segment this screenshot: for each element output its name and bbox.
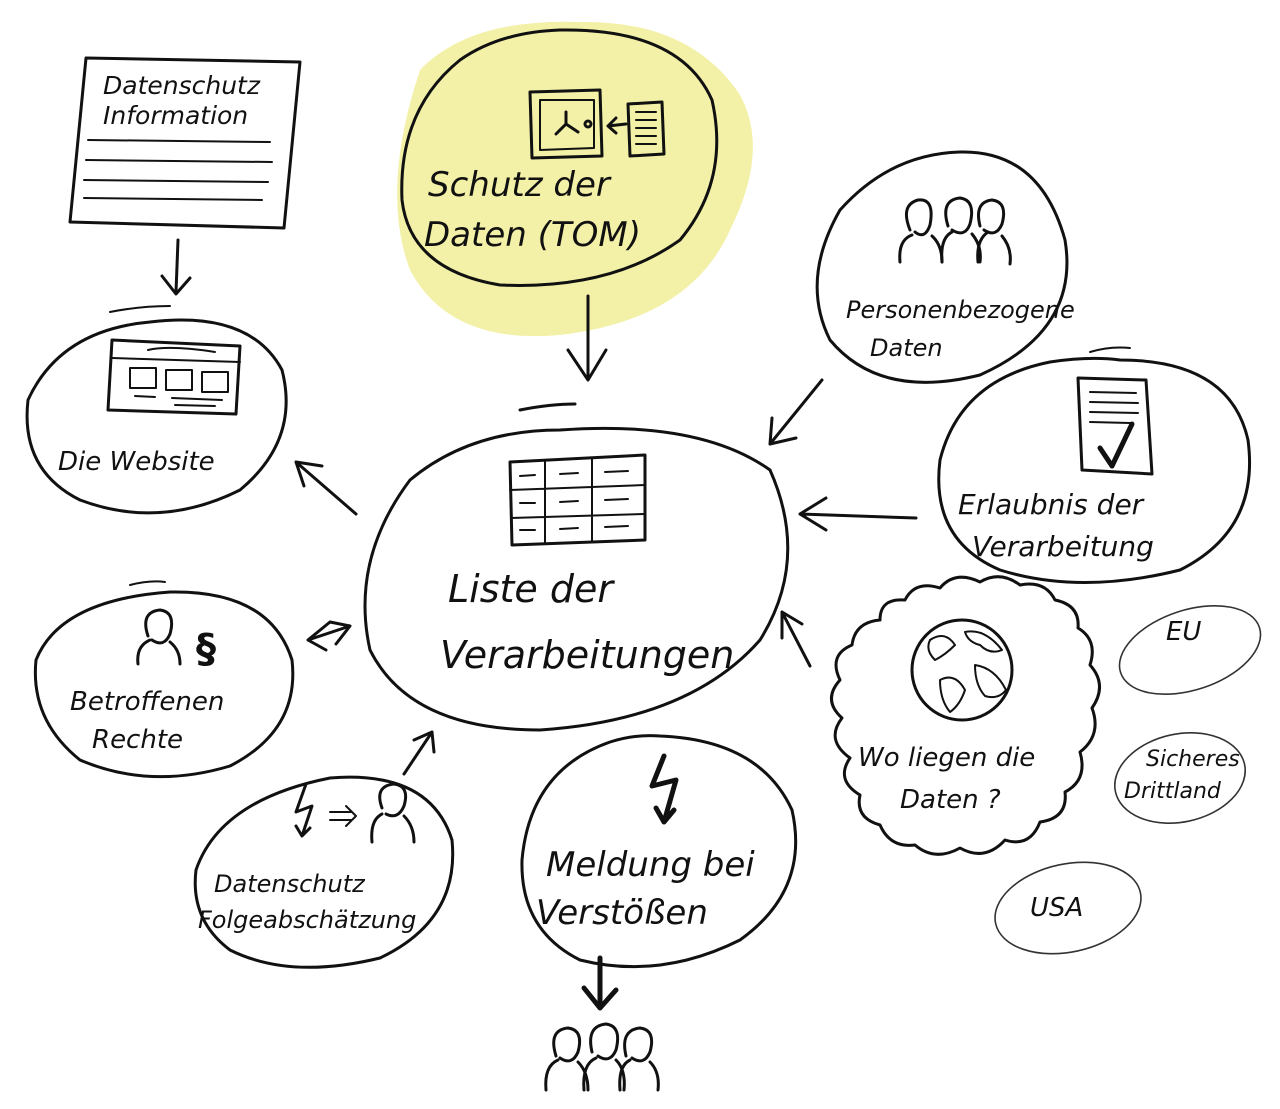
tom-label-1: Schutz der (428, 165, 612, 205)
eu-label: EU (1166, 617, 1201, 647)
location-label-1: Wo liegen die (858, 743, 1035, 773)
arrow-center-to-website (294, 460, 358, 516)
tom-node: Schutz der Daten (TOM) (400, 28, 719, 287)
document-icon (68, 56, 302, 230)
safe-icon (528, 88, 666, 160)
website-node: Die Website (25, 305, 288, 515)
dpia-label-1: Datenschutz (214, 870, 366, 898)
browser-icon (106, 338, 242, 416)
personal-data-node: Personenbezogene Daten (815, 150, 1075, 384)
checklist-icon (1076, 376, 1154, 476)
website-label: Die Website (58, 447, 215, 477)
breach-label-1: Meldung bei (546, 845, 755, 885)
location-label-2: Daten ? (900, 785, 1001, 815)
arrow-tom-to-center (566, 294, 608, 382)
info-label-2: Information (103, 101, 248, 130)
rights-node: § Betroffenen Rechte (33, 580, 295, 779)
arrow-location-to-center (780, 610, 812, 668)
arrow-info-to-website (160, 238, 192, 296)
arrow-center-rights-bidirectional (306, 620, 352, 652)
privacy-info-node: Datenschutz Information (68, 56, 302, 230)
third-label-2: Drittland (1124, 779, 1222, 804)
usa-label: USA (1030, 893, 1083, 923)
arrow-breach-to-authority (581, 955, 619, 1011)
people-icon (898, 196, 1012, 266)
eu-node: EU (1118, 604, 1262, 696)
center-node: Liste der Verarbeitungen (363, 402, 790, 732)
center-label-1: Liste der (448, 567, 615, 611)
arrow-personal-to-center (768, 378, 824, 446)
permission-label-1: Erlaubnis der (958, 488, 1145, 521)
table-icon (508, 453, 647, 547)
personal-label-1: Personenbezogene (846, 296, 1075, 324)
dpia-node: Datenschutz Folgeabschätzung (193, 775, 455, 969)
location-node: Wo liegen die Daten ? (830, 575, 1101, 856)
third-country-node: Sicheres Drittland (1113, 732, 1247, 824)
risk-to-person-icon (294, 782, 416, 844)
globe-icon (910, 618, 1014, 722)
breach-label-2: Verstößen (536, 893, 708, 933)
rights-label-1: Betroffenen (70, 687, 224, 717)
personal-label-2: Daten (870, 334, 943, 362)
breach-node: Meldung bei Verstößen (520, 734, 798, 969)
permission-node: Erlaubnis der Verarbeitung (937, 346, 1252, 584)
center-label-2: Verarbeitungen (440, 633, 734, 677)
person-paragraph-icon: § (136, 608, 216, 672)
authority-people-icon (544, 1022, 660, 1092)
rights-label-2: Rechte (92, 725, 183, 755)
paragraph-sign: § (196, 626, 216, 672)
tom-highlight (397, 21, 753, 337)
permission-label-2: Verarbeitung (972, 530, 1154, 563)
info-label-1: Datenschutz (103, 71, 261, 100)
tom-label-2: Daten (TOM) (424, 215, 641, 255)
third-label-1: Sicheres (1146, 747, 1240, 772)
dpia-label-2: Folgeabschätzung (198, 906, 416, 934)
usa-node: USA (994, 861, 1142, 955)
arrow-permission-to-center (798, 496, 918, 532)
arrow-dpia-to-center (402, 730, 436, 776)
lightning-icon (649, 753, 679, 825)
